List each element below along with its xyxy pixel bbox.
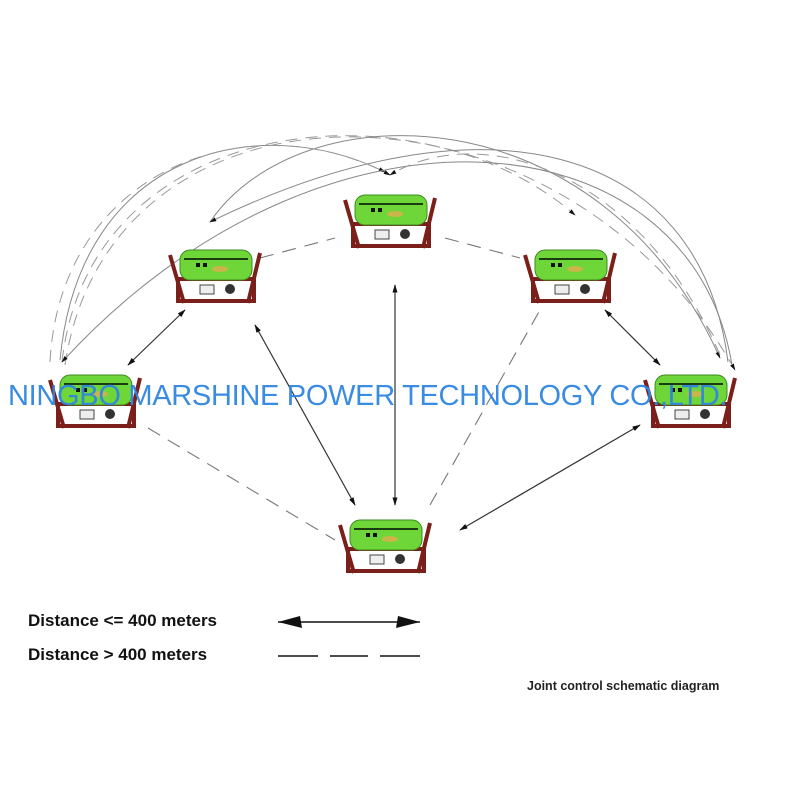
short-link-arrow	[254, 324, 356, 506]
long-range-arc	[209, 149, 729, 363]
cable-pusher-machine-upper-right	[523, 249, 617, 304]
legend-label-long-distance: Distance > 400 meters	[28, 645, 208, 664]
legend-label-short-distance: Distance <= 400 meters	[28, 611, 218, 630]
cable-pusher-machine-right	[643, 374, 737, 429]
diagram-caption: Joint control schematic diagram	[527, 679, 720, 693]
long-range-arc	[209, 135, 721, 359]
short-link-arrow	[604, 309, 661, 366]
legend-solid-arrow	[278, 616, 420, 628]
short-link-arrow	[459, 424, 641, 531]
long-link-line	[259, 237, 336, 259]
long-link-line	[429, 309, 541, 506]
long-link-line	[147, 427, 336, 541]
long-range-arc	[61, 135, 576, 363]
short-link-arrow	[127, 309, 186, 366]
long-range-arc	[49, 145, 391, 363]
cable-pusher-machine-left	[48, 374, 142, 429]
long-link-line	[444, 237, 521, 259]
cable-pusher-machine-top	[343, 194, 437, 249]
long-range-arc	[64, 136, 736, 371]
company-watermark: NINGBO MARSHINE POWER TECHNOLOGY CO.,LTD…	[8, 380, 728, 412]
long-range-arc	[61, 161, 733, 366]
cable-pusher-machine-bottom	[338, 519, 432, 574]
long-range-arc	[389, 153, 721, 356]
cable-pusher-machine-upper-left	[168, 249, 262, 304]
